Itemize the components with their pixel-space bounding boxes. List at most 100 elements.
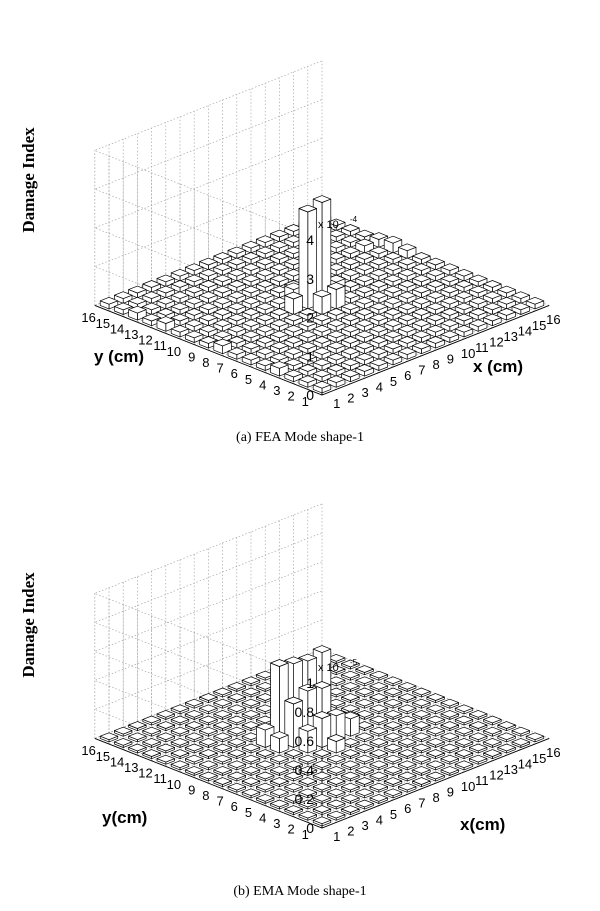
bar bbox=[483, 749, 502, 760]
bar-top bbox=[355, 676, 374, 685]
bar bbox=[369, 771, 388, 782]
bar-top bbox=[241, 274, 261, 283]
bar-top bbox=[185, 319, 204, 327]
bar bbox=[525, 296, 545, 310]
bar-top bbox=[511, 738, 530, 746]
bar bbox=[241, 330, 261, 343]
bar-top bbox=[156, 296, 175, 305]
y-tick-label: 15 bbox=[96, 316, 110, 331]
bar bbox=[440, 319, 459, 332]
bar-top bbox=[369, 232, 388, 240]
bar-top bbox=[440, 754, 459, 763]
bar-top bbox=[284, 369, 303, 378]
bar-top bbox=[383, 252, 403, 260]
y-axis-label: y (cm) bbox=[94, 347, 144, 366]
bar-top bbox=[341, 358, 360, 367]
bar-top bbox=[497, 721, 516, 729]
bar bbox=[341, 280, 360, 293]
bar bbox=[99, 732, 119, 743]
bar bbox=[369, 726, 388, 737]
bar-top bbox=[270, 788, 289, 797]
bar-top bbox=[426, 268, 445, 277]
bar-top bbox=[483, 715, 502, 724]
grid-line bbox=[307, 221, 536, 312]
bar bbox=[355, 687, 374, 698]
bar bbox=[114, 738, 133, 748]
bar bbox=[383, 788, 403, 799]
bar bbox=[398, 302, 417, 315]
bar-top bbox=[270, 263, 289, 271]
bar bbox=[142, 749, 161, 760]
bar-top bbox=[454, 280, 474, 288]
bar-top bbox=[185, 743, 204, 752]
bar bbox=[312, 771, 332, 782]
x-tick-label: 13 bbox=[504, 329, 518, 344]
grid-line bbox=[250, 710, 479, 801]
bar bbox=[227, 693, 246, 704]
bar-top bbox=[170, 268, 190, 277]
bar-top bbox=[227, 726, 246, 735]
bar-top bbox=[227, 682, 246, 690]
bar bbox=[454, 760, 474, 771]
bar bbox=[398, 760, 417, 771]
bar bbox=[227, 268, 246, 282]
bar bbox=[483, 738, 502, 748]
bar-top bbox=[440, 721, 459, 729]
bar-top bbox=[312, 711, 332, 719]
bar-top bbox=[355, 263, 374, 271]
bar-top bbox=[355, 274, 374, 283]
bar-top bbox=[341, 257, 360, 266]
bar bbox=[327, 375, 346, 388]
bar bbox=[256, 302, 275, 315]
bar-top bbox=[298, 341, 317, 350]
bar-top bbox=[298, 766, 317, 774]
bar bbox=[142, 726, 161, 737]
bar-top bbox=[256, 280, 275, 288]
bar bbox=[355, 698, 374, 709]
y-tick-label: 12 bbox=[138, 766, 152, 781]
bar-top bbox=[241, 296, 261, 305]
bar-top bbox=[355, 777, 374, 785]
bar-top bbox=[312, 782, 332, 791]
bar-top bbox=[511, 302, 530, 311]
bar-top bbox=[383, 721, 403, 729]
bar-top bbox=[170, 313, 190, 322]
bar bbox=[199, 726, 218, 737]
bar bbox=[227, 682, 246, 692]
bar-top bbox=[355, 732, 374, 741]
y-tick-label: 8 bbox=[202, 355, 209, 370]
bar-top bbox=[426, 715, 445, 724]
bar-top bbox=[454, 324, 474, 333]
bar bbox=[256, 268, 275, 282]
x-tick-label: 11 bbox=[475, 773, 489, 788]
bar-top bbox=[312, 313, 332, 322]
bar bbox=[241, 687, 261, 698]
bar-top bbox=[497, 285, 516, 294]
bar-top bbox=[355, 799, 374, 808]
grid-line bbox=[137, 721, 365, 812]
grid-line bbox=[123, 726, 351, 818]
bar-top bbox=[440, 263, 459, 271]
bar-top bbox=[355, 229, 374, 238]
grid-line bbox=[265, 715, 493, 806]
bar-top bbox=[284, 324, 303, 333]
bar-top bbox=[511, 726, 530, 735]
bar bbox=[454, 280, 474, 293]
bar-top bbox=[170, 280, 190, 288]
bar-top bbox=[241, 341, 261, 350]
bar bbox=[369, 693, 388, 704]
bar-top bbox=[454, 760, 474, 769]
bar-top bbox=[312, 347, 332, 355]
bar-top bbox=[199, 760, 218, 769]
bar bbox=[312, 805, 332, 816]
bar-top bbox=[369, 794, 388, 802]
y-tick-label: 10 bbox=[167, 777, 181, 792]
bar bbox=[454, 302, 474, 315]
bar-top bbox=[185, 754, 204, 763]
grid-line bbox=[321, 648, 550, 739]
bar bbox=[412, 710, 431, 720]
bar bbox=[469, 732, 488, 743]
bar bbox=[511, 302, 530, 315]
grid-line bbox=[293, 293, 521, 385]
bar bbox=[355, 676, 374, 687]
